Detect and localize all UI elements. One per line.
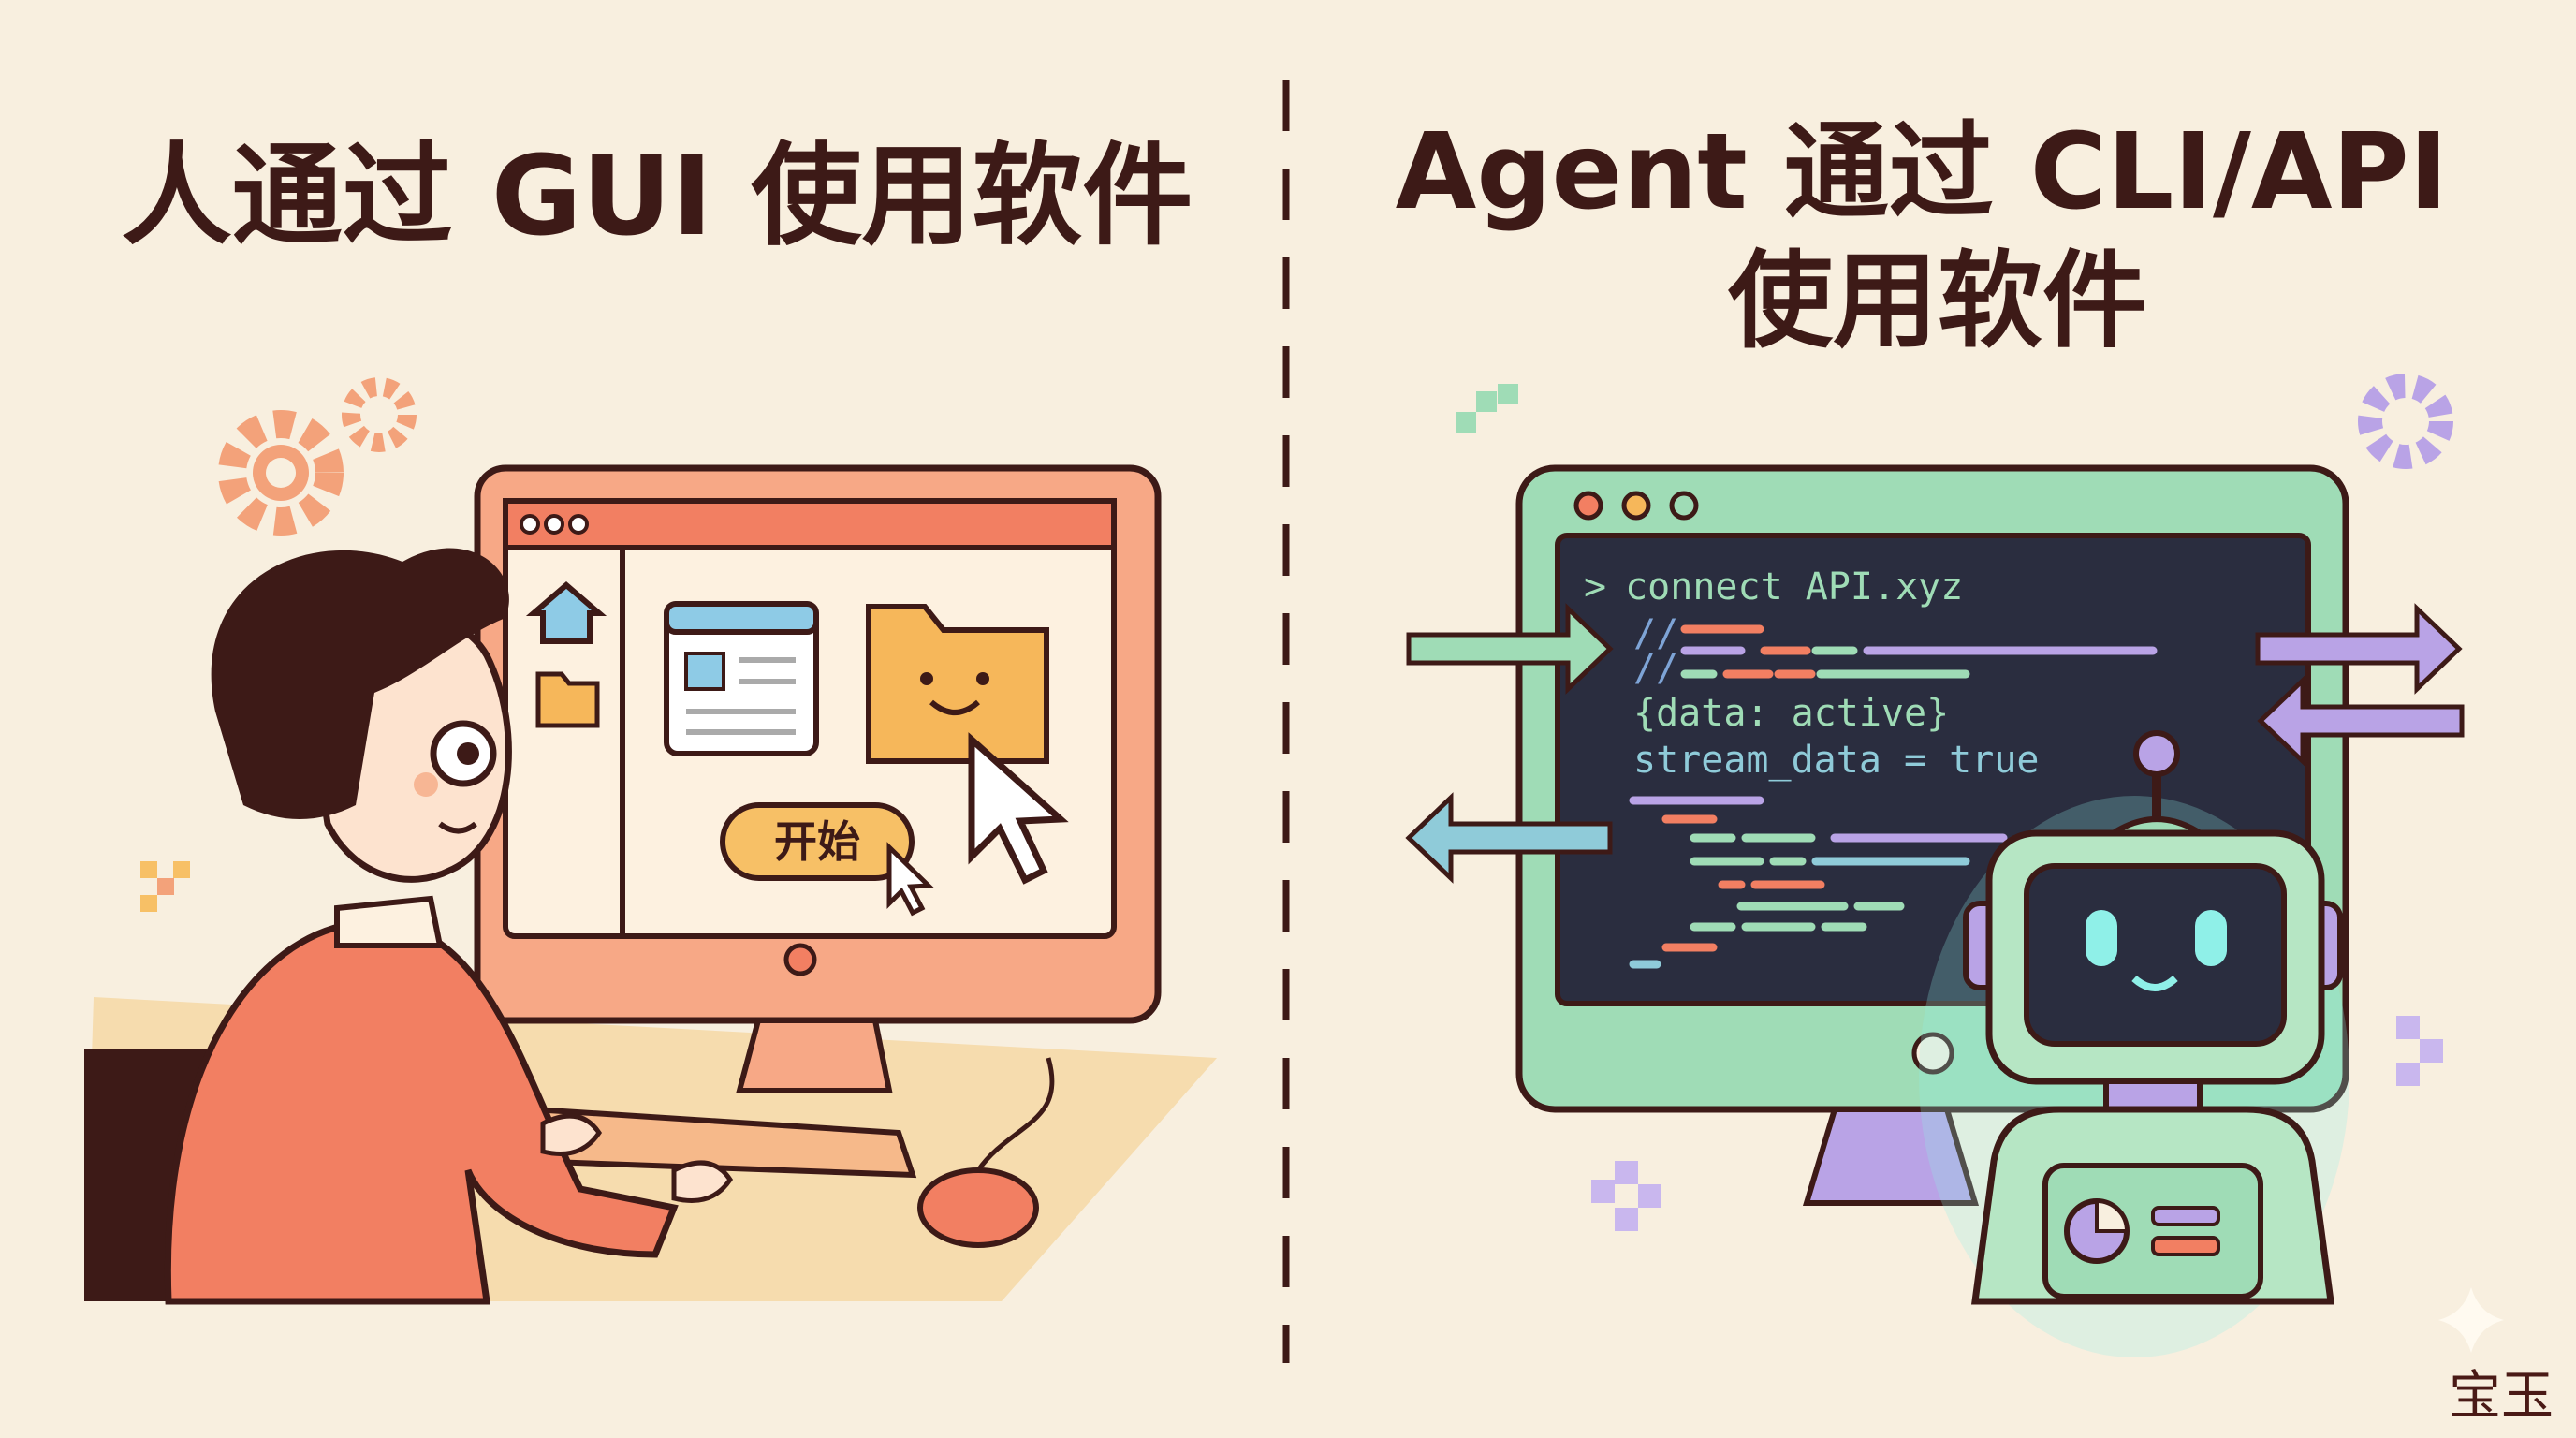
svg-text:>connect API.xyz: > connect API.xyz — [1584, 565, 1963, 609]
terminal-prompt: > — [1584, 565, 1606, 609]
code-lines — [1629, 624, 2158, 969]
window-titlebar — [503, 498, 1117, 550]
right-title-line1: Agent 通过 CLI/API — [1396, 111, 2449, 233]
terminal-output: > connect API.xyz // // {data: active} st… — [1584, 565, 2039, 782]
gear-icon — [342, 377, 417, 452]
start-button[interactable]: 开始 — [720, 802, 915, 881]
right-title-line2: 使用软件 — [1728, 241, 2147, 362]
terminal-line: connect API.xyz — [1625, 565, 1963, 609]
window-icon[interactable] — [664, 601, 819, 756]
cursor-icon — [968, 732, 1069, 885]
arrow-icon — [1405, 603, 2465, 884]
robot-icon — [1919, 730, 2349, 1357]
right-scene: > connect API.xyz // // {data: active} st… — [1405, 374, 2465, 1357]
power-button[interactable] — [783, 943, 817, 976]
left-title: 人通过 GUI 使用软件 — [122, 131, 1193, 260]
monitor-stand — [736, 1018, 893, 1093]
sparkle-icon — [2438, 1287, 2504, 1353]
power-button[interactable] — [1911, 1032, 1954, 1075]
signature: 宝玉 — [2449, 1366, 2554, 1427]
start-button-label: 开始 — [774, 816, 860, 867]
cursor-icon — [886, 842, 934, 917]
terminal-line: // — [1633, 612, 1678, 655]
gear-icon — [218, 410, 344, 536]
gear-icon — [2358, 374, 2453, 469]
terminal-line: stream_data = true — [1633, 739, 2039, 782]
person — [84, 548, 734, 1305]
folder-icon[interactable] — [535, 671, 600, 728]
terminal-line: // — [1633, 647, 1678, 690]
left-scene: 开始 — [84, 377, 1217, 1305]
monitor-stand — [1802, 1107, 1980, 1206]
mouse[interactable] — [917, 1167, 1039, 1248]
home-icon[interactable] — [525, 581, 607, 644]
terminal-line: {data: active} — [1633, 692, 1949, 735]
folder-icon[interactable] — [866, 604, 1049, 764]
